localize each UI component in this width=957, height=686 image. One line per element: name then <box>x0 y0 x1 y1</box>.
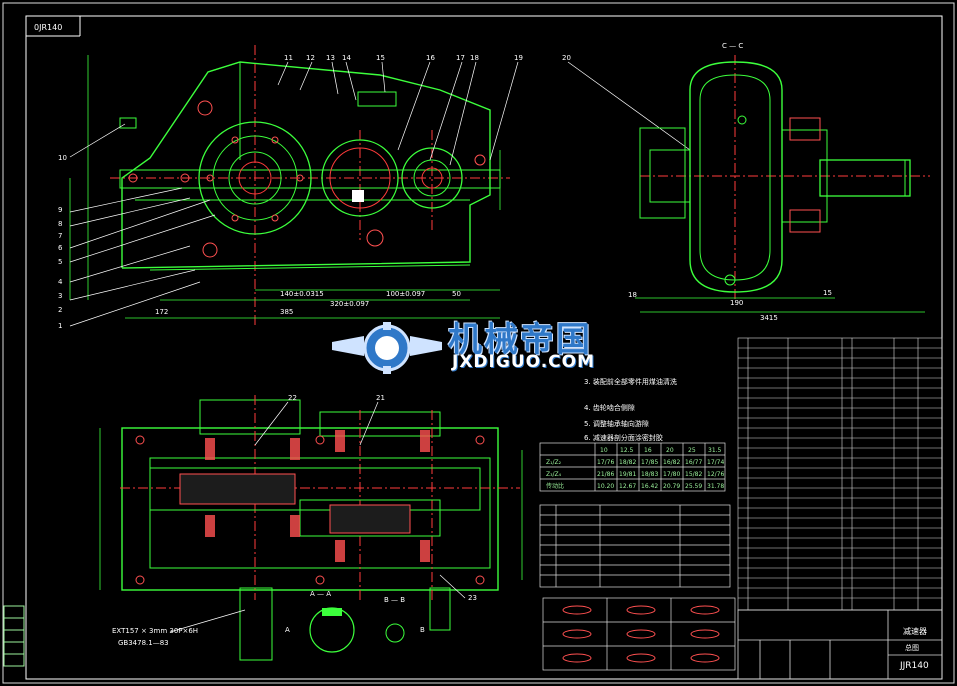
watermark-subtitle: JXDIGUO.COM <box>452 352 596 372</box>
callout-23: 23 <box>468 594 477 602</box>
front-view: 140±0.0315 100±0.097 50 320±0.097 172 38… <box>58 45 691 330</box>
svg-text:Z₁/Z₂: Z₁/Z₂ <box>546 459 562 466</box>
label-a: A <box>285 626 290 634</box>
callout-9: 9 <box>58 206 62 214</box>
watermark-title: 机械帝国 <box>448 320 592 360</box>
title-block <box>737 609 943 680</box>
margin-stamp <box>3 605 25 667</box>
svg-text:17/80: 17/80 <box>663 471 680 478</box>
svg-text:31.5: 31.5 <box>708 447 722 454</box>
svg-text:16/77: 16/77 <box>685 459 702 466</box>
svg-text:4. 齿轮啮合侧隙: 4. 齿轮啮合侧隙 <box>584 403 635 412</box>
svg-text:20: 20 <box>666 447 674 454</box>
parts-list <box>737 337 943 611</box>
callout-3: 3 <box>58 292 62 300</box>
callout-17: 17 <box>456 54 465 62</box>
svg-text:16: 16 <box>644 447 652 454</box>
svg-text:12.67: 12.67 <box>619 483 636 490</box>
svg-text:18/83: 18/83 <box>641 471 658 478</box>
side-view: C — C 190 3415 15 18 <box>628 42 930 322</box>
callout-21: 21 <box>376 394 385 402</box>
tech-notes: 3. 装配前全部零件用煤油清洗 4. 齿轮啮合侧隙 5. 调整轴承轴向游隙 6.… <box>584 377 677 442</box>
callout-22: 22 <box>288 394 297 402</box>
dim-172: 172 <box>155 308 168 316</box>
callout-14: 14 <box>342 54 351 62</box>
label-c-c: C — C <box>722 42 743 50</box>
dim-385: 385 <box>280 308 293 316</box>
plan-view: 22 21 23 EXT157 × 3mm 30P×6H GB3478.1—83… <box>99 394 523 661</box>
gear-parameter-table <box>539 504 731 588</box>
svg-text:21/86: 21/86 <box>597 471 614 478</box>
svg-text:10.20: 10.20 <box>597 483 614 490</box>
svg-text:17/76: 17/76 <box>597 459 614 466</box>
label-b: B <box>420 626 425 634</box>
title-block-sub: 总图 <box>905 643 919 652</box>
ratio-table-text: 10 12.5 16 20 25 31.5 Z₁/Z₂ 17/76 18/82 … <box>546 447 724 490</box>
spline-note: EXT157 × 3mm 30P×6H <box>112 627 198 635</box>
dim-190: 190 <box>730 299 743 307</box>
dim-100: 100±0.097 <box>386 290 425 298</box>
callout-13: 13 <box>326 54 335 62</box>
callout-18: 18 <box>470 54 479 62</box>
watermark-gear-icon <box>332 322 442 374</box>
dim-18: 18 <box>628 291 637 299</box>
svg-text:Z₃/Z₄: Z₃/Z₄ <box>546 471 562 478</box>
label-b-b: B — B <box>384 596 405 604</box>
svg-text:18/82: 18/82 <box>619 459 636 466</box>
callout-2: 2 <box>58 306 62 314</box>
corner-code: 0JR140 <box>34 23 62 32</box>
contact-patterns <box>562 605 720 663</box>
svg-text:31.78: 31.78 <box>707 483 724 490</box>
callout-6: 6 <box>58 244 63 252</box>
svg-text:12/76: 12/76 <box>707 471 724 478</box>
svg-text:10: 10 <box>600 447 608 454</box>
svg-text:3. 装配前全部零件用煤油清洗: 3. 装配前全部零件用煤油清洗 <box>584 377 677 386</box>
callout-16: 16 <box>426 54 435 62</box>
title-block-name: 减速器 <box>903 626 927 636</box>
dim-320: 320±0.097 <box>330 300 369 308</box>
callout-11: 11 <box>284 54 293 62</box>
dim-50: 50 <box>452 290 461 298</box>
dim-3415: 3415 <box>760 314 778 322</box>
callout-1: 1 <box>58 322 62 330</box>
dim-15: 15 <box>823 289 832 297</box>
callout-12: 12 <box>306 54 315 62</box>
ratio-table <box>539 442 726 492</box>
svg-text:12.5: 12.5 <box>620 447 634 454</box>
svg-text:17/85: 17/85 <box>641 459 658 466</box>
svg-text:15/82: 15/82 <box>685 471 702 478</box>
svg-text:16.42: 16.42 <box>641 483 658 490</box>
spline-std: GB3478.1—83 <box>118 639 169 647</box>
svg-text:16/82: 16/82 <box>663 459 680 466</box>
callout-10: 10 <box>58 154 67 162</box>
svg-text:5. 调整轴承轴向游隙: 5. 调整轴承轴向游隙 <box>584 419 649 428</box>
callout-20: 20 <box>562 54 571 62</box>
label-a-a: A — A <box>310 590 331 598</box>
svg-text:17/74: 17/74 <box>707 459 724 466</box>
callout-8: 8 <box>58 220 62 228</box>
callout-15: 15 <box>376 54 385 62</box>
svg-text:19/81: 19/81 <box>619 471 636 478</box>
svg-text:20.79: 20.79 <box>663 483 680 490</box>
callout-7: 7 <box>58 232 62 240</box>
title-block-code: JJR140 <box>899 661 929 671</box>
callout-4: 4 <box>58 278 63 286</box>
svg-text:25: 25 <box>688 447 696 454</box>
svg-text:25.59: 25.59 <box>685 483 702 490</box>
svg-text:传动比: 传动比 <box>546 482 564 490</box>
parts-list-rows <box>738 347 942 599</box>
contact-pattern-grid <box>542 597 736 671</box>
callout-5: 5 <box>58 258 62 266</box>
dim-140: 140±0.0315 <box>280 290 324 298</box>
callout-19: 19 <box>514 54 523 62</box>
svg-text:6. 减速器剖分面涂密封胶: 6. 减速器剖分面涂密封胶 <box>584 433 663 442</box>
